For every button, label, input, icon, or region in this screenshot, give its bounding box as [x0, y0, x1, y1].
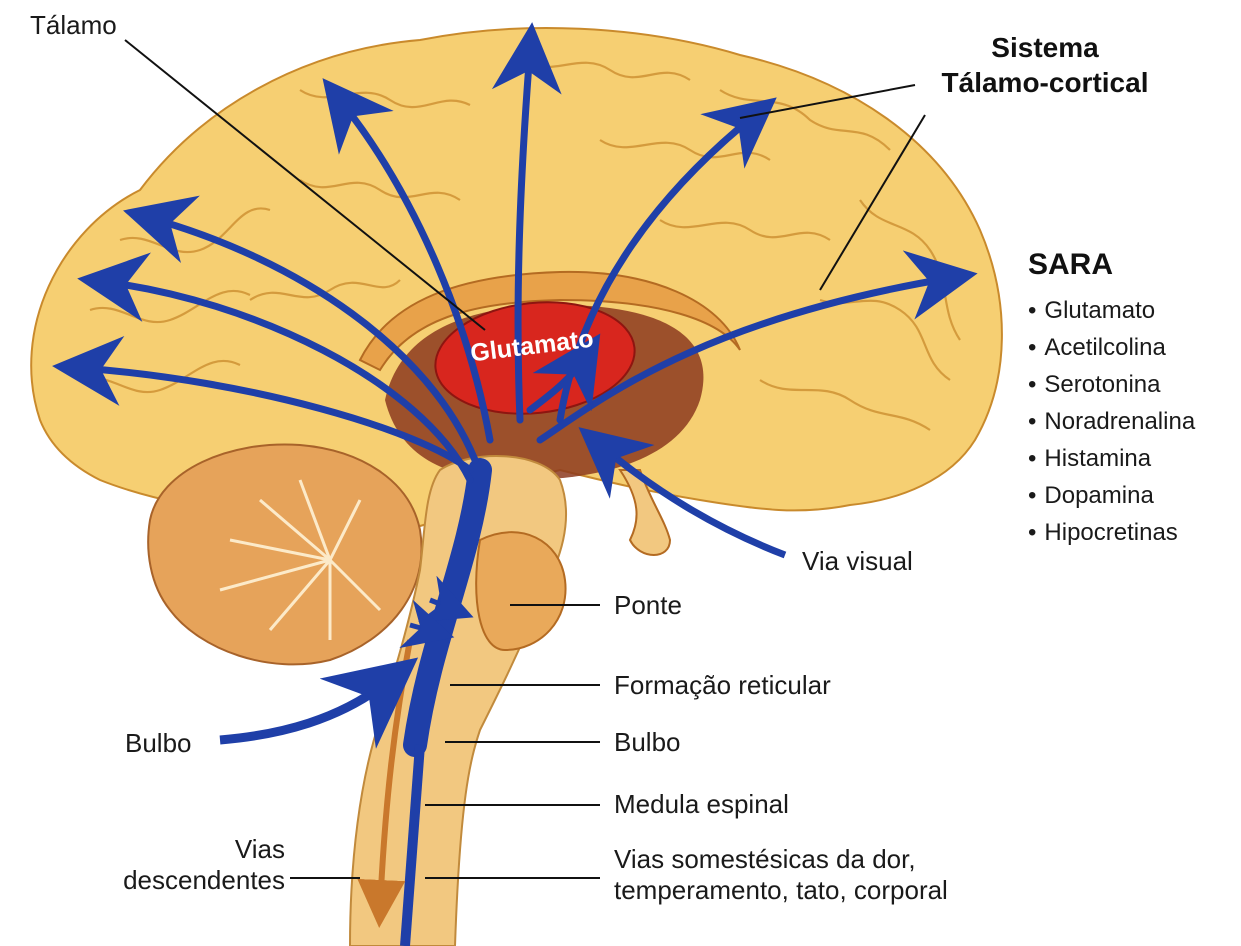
label-sistema-line2: Tálamo-cortical — [910, 65, 1180, 100]
sara-item: Histamina — [1028, 440, 1195, 477]
bulbo-input-arrow — [220, 680, 390, 740]
label-talamo: Tálamo — [30, 10, 117, 41]
sara-list: Glutamato Acetilcolina Serotonina Noradr… — [1028, 292, 1195, 551]
label-medula-espinal: Medula espinal — [614, 789, 789, 820]
sara-item: Acetilcolina — [1028, 329, 1195, 366]
label-vias-somestesicas: Vias somestésicas da dor, temperamento, … — [614, 844, 948, 906]
label-ponte: Ponte — [614, 590, 682, 621]
label-vias-somestesicas-line1: Vias somestésicas da dor, — [614, 844, 948, 875]
label-vias-somestesicas-line2: temperamento, tato, corporal — [614, 875, 948, 906]
label-sistema-line1: Sistema — [910, 30, 1180, 65]
label-bulbo-left: Bulbo — [125, 728, 192, 759]
sara-item: Glutamato — [1028, 292, 1195, 329]
label-vias-descendentes-line1: Vias — [100, 834, 285, 865]
pons — [476, 532, 565, 650]
label-vias-descendentes: Vias descendentes — [100, 834, 285, 896]
sara-item: Serotonina — [1028, 366, 1195, 403]
sara-legend: SARA Glutamato Acetilcolina Serotonina N… — [1028, 248, 1195, 551]
sara-item: Noradrenalina — [1028, 403, 1195, 440]
sara-item: Dopamina — [1028, 477, 1195, 514]
sara-item: Hipocretinas — [1028, 514, 1195, 551]
sara-title: SARA — [1028, 248, 1195, 282]
label-formacao-reticular: Formação reticular — [614, 670, 831, 701]
label-vias-descendentes-line2: descendentes — [100, 865, 285, 896]
cerebellum — [148, 444, 421, 664]
label-via-visual: Via visual — [802, 546, 913, 577]
label-bulbo-right: Bulbo — [614, 727, 681, 758]
label-sistema-talamo-cortical: Sistema Tálamo-cortical — [910, 30, 1180, 100]
